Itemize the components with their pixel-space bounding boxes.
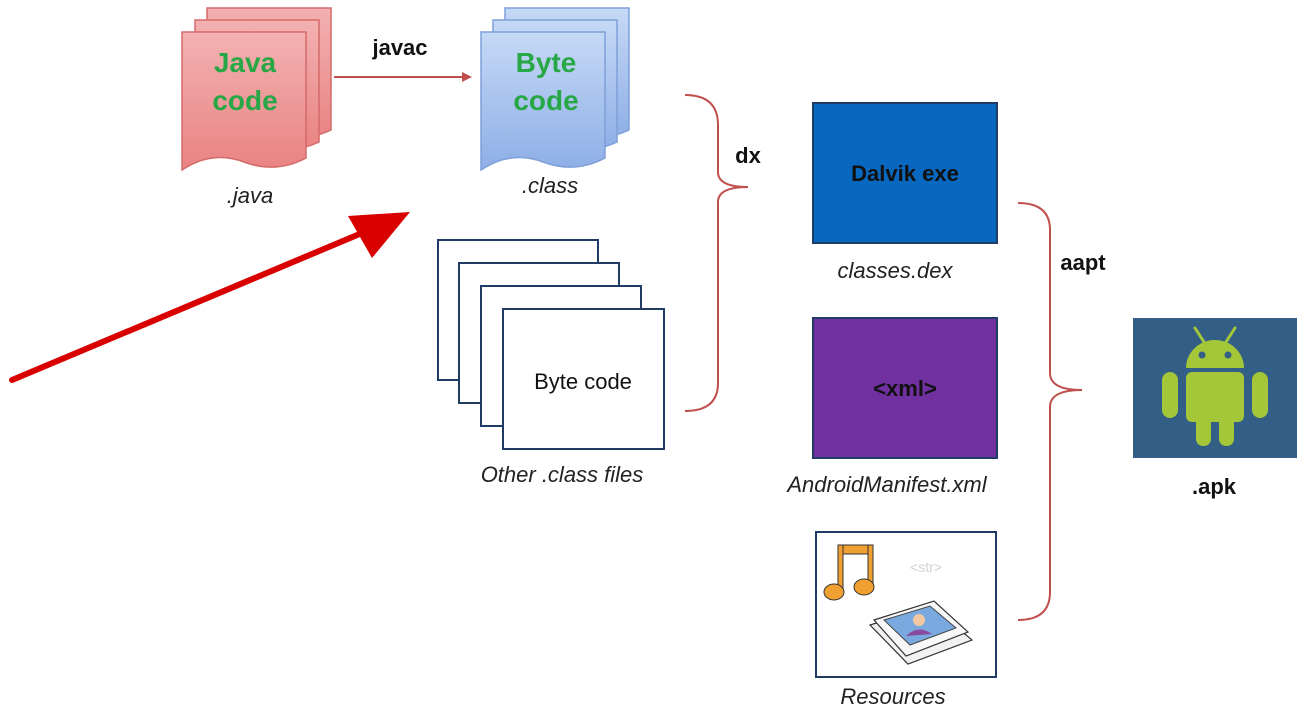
aapt-label: aapt <box>1060 250 1106 275</box>
javac-label: javac <box>371 35 427 60</box>
dx-label: dx <box>735 143 761 168</box>
resources-box: <str> <box>815 531 997 678</box>
java-code-line2: code <box>212 85 277 116</box>
aapt-bracket <box>1017 202 1083 621</box>
bytecode-line1: Byte <box>516 47 577 78</box>
apk-box <box>1133 318 1297 458</box>
other-class-caption: Other .class files <box>481 462 644 487</box>
str-tag-label: <str> <box>910 559 942 575</box>
android-manifest-caption: AndroidManifest.xml <box>785 472 987 497</box>
classes-dex-caption: classes.dex <box>838 258 954 283</box>
android-logo-icon <box>1162 326 1268 446</box>
dalvik-exe-label: Dalvik exe <box>851 161 959 186</box>
dalvik-exe-box <box>812 102 998 244</box>
java-caption: .java <box>227 183 273 208</box>
xml-label: <xml> <box>873 376 937 401</box>
music-note-icon <box>823 544 875 601</box>
apk-caption: .apk <box>1192 474 1237 499</box>
bytecode-line2: code <box>513 85 578 116</box>
other-class-files-stack: Byte code <box>437 239 665 450</box>
photos-icon <box>868 600 974 665</box>
java-code-line1: Java <box>214 47 277 78</box>
bytecode-document: Byte code <box>480 7 630 172</box>
manifest-xml-box <box>812 317 998 459</box>
java-code-document: Java code <box>181 7 332 172</box>
class-caption: .class <box>522 173 578 198</box>
dx-bracket <box>684 94 749 412</box>
resources-caption: Resources <box>840 684 945 709</box>
red-pointer-arrow <box>9 212 410 383</box>
other-bytecode-label: Byte code <box>534 369 632 394</box>
